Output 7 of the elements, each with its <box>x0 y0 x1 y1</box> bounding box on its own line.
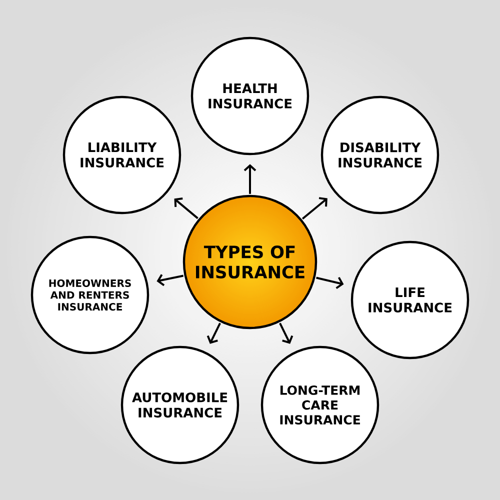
arrow <box>174 198 198 220</box>
arrow <box>316 276 344 289</box>
arrow <box>156 274 184 286</box>
arrow <box>302 197 328 220</box>
arrow <box>279 322 294 344</box>
arrow <box>244 164 256 194</box>
arrow <box>206 322 221 344</box>
